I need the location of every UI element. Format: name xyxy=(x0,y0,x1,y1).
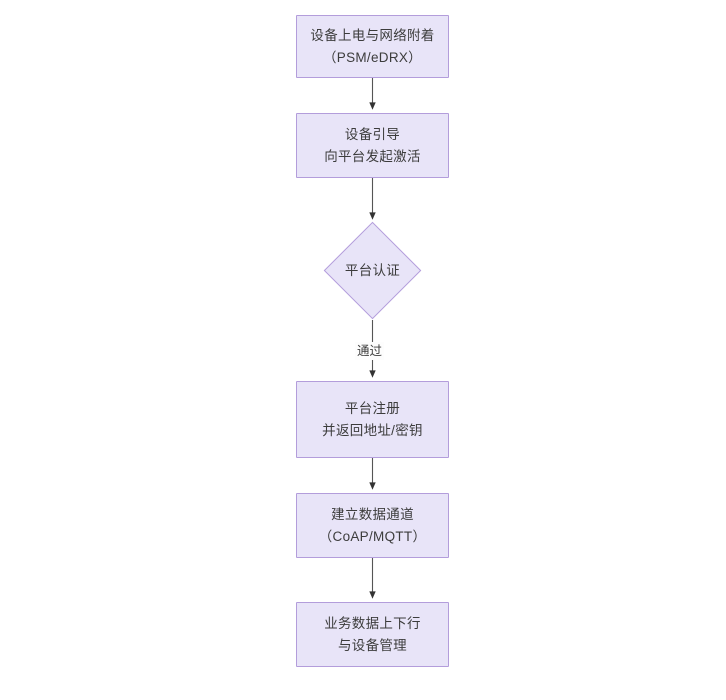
node-business-data-and-device-management[interactable]: 业务数据上下行 与设备管理 xyxy=(296,602,449,667)
node-device-bootstrap[interactable]: 设备引导 向平台发起激活 xyxy=(296,113,449,178)
node-label: 业务数据上下行 与设备管理 xyxy=(324,615,421,653)
node-label: 平台注册 并返回地址/密钥 xyxy=(322,400,423,438)
node-label: 设备上电与网络附着 （PSM/eDRX） xyxy=(310,27,435,65)
node-power-on-network-attach[interactable]: 设备上电与网络附着 （PSM/eDRX） xyxy=(296,15,449,78)
node-label: 建立数据通道 （CoAP/MQTT） xyxy=(318,506,427,544)
node-platform-registration[interactable]: 平台注册 并返回地址/密钥 xyxy=(296,381,449,458)
node-label: 平台认证 xyxy=(344,262,401,278)
node-platform-authentication[interactable]: 平台认证 xyxy=(323,221,422,320)
edge-label-pass: 通过 xyxy=(355,342,385,360)
node-label: 设备引导 向平台发起激活 xyxy=(324,126,421,164)
node-establish-data-channel[interactable]: 建立数据通道 （CoAP/MQTT） xyxy=(296,493,449,558)
